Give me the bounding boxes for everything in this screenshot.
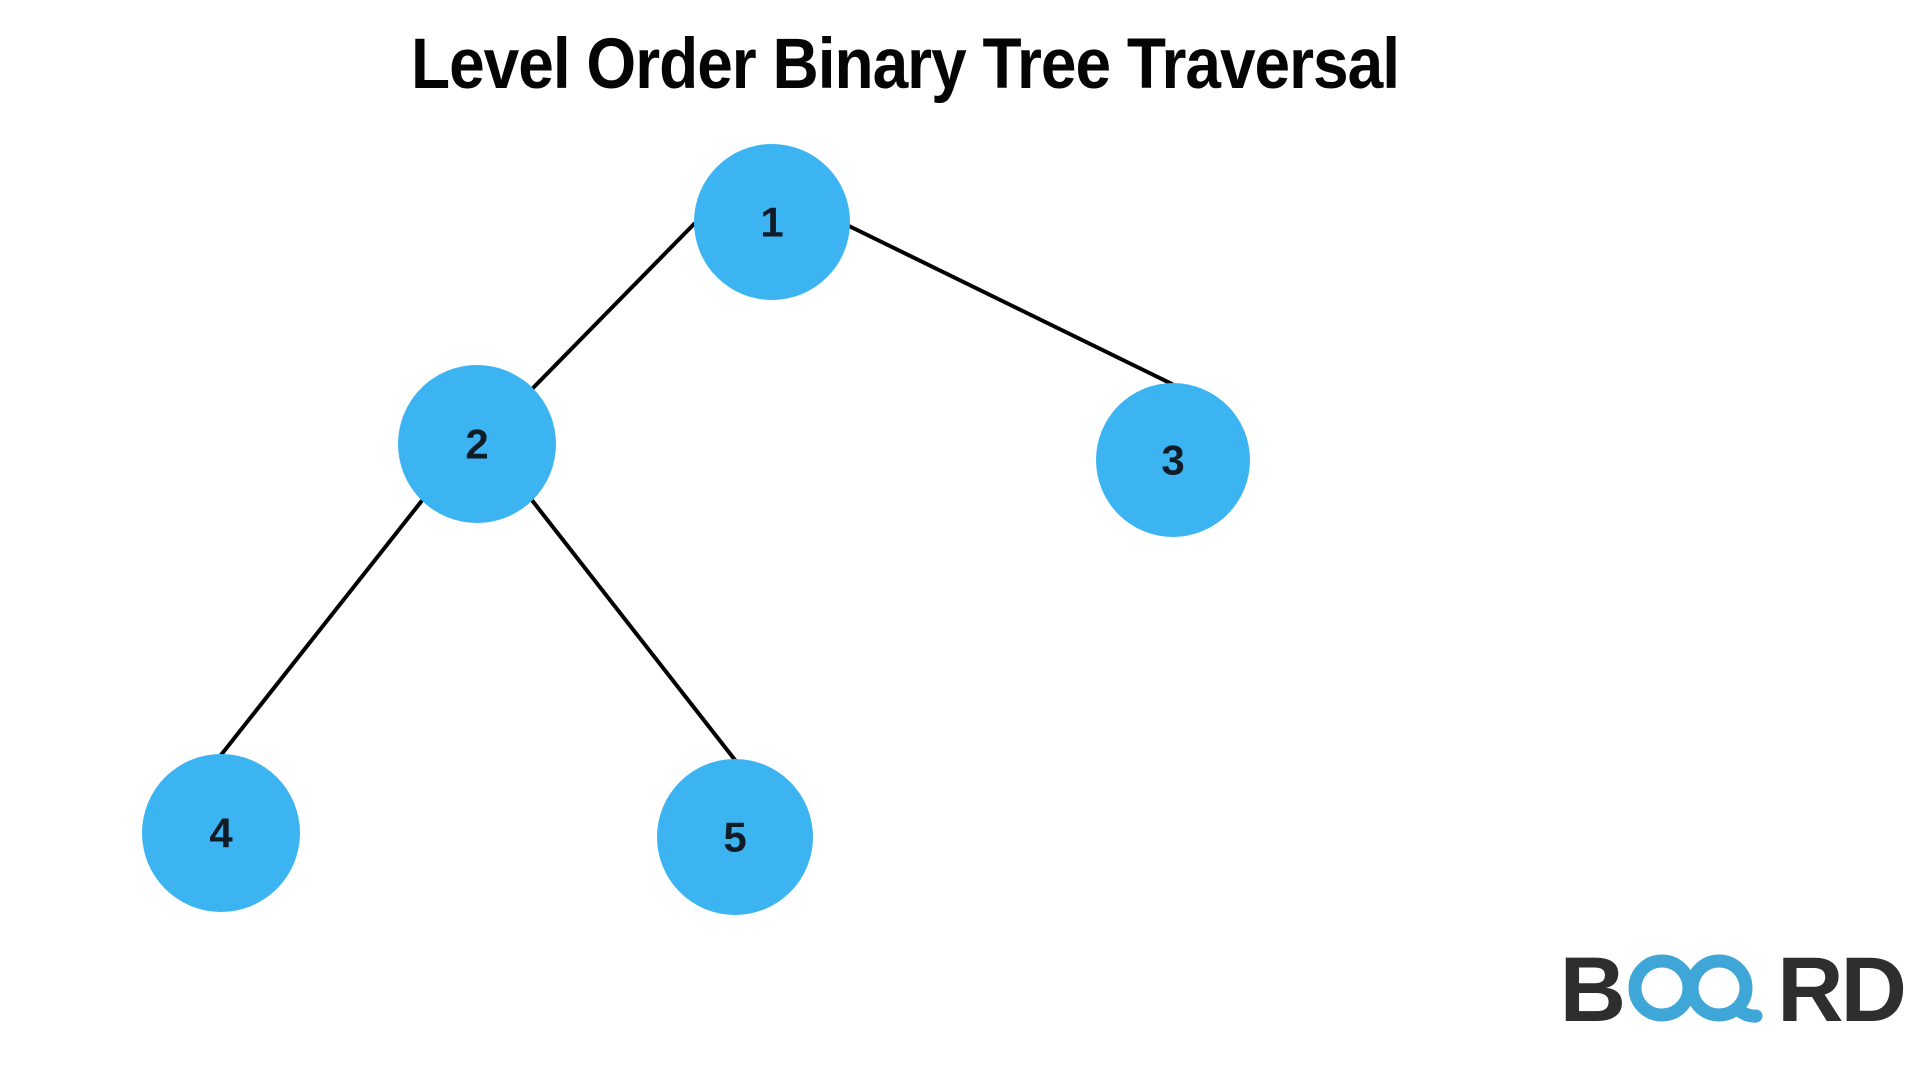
infinity-icon bbox=[1628, 954, 1763, 1023]
tree-node-label-4: 4 bbox=[209, 810, 233, 857]
board-logo-letter-b: B bbox=[1559, 939, 1626, 1041]
tree-edge-1-3 bbox=[847, 224, 1174, 386]
tree-node-4: 4 bbox=[142, 754, 300, 912]
tree-edge-1-2 bbox=[531, 222, 696, 390]
tree-node-circle-2 bbox=[398, 365, 556, 523]
board-logo-letters-rd: RD bbox=[1777, 939, 1907, 1041]
tree-node-circle-4 bbox=[142, 754, 300, 912]
tree-node-label-2: 2 bbox=[465, 421, 488, 468]
tree-node-2: 2 bbox=[398, 365, 556, 523]
tree-node-label-5: 5 bbox=[723, 814, 746, 861]
tree-node-3: 3 bbox=[1096, 383, 1250, 537]
tree-node-label-3: 3 bbox=[1161, 437, 1184, 484]
page-title: Level Order Binary Tree Traversal bbox=[410, 23, 1400, 104]
tree-node-circle-1 bbox=[694, 144, 850, 300]
tree-node-label-1: 1 bbox=[760, 199, 783, 246]
tree-node-1: 1 bbox=[694, 144, 850, 300]
tree-edge-2-4 bbox=[219, 496, 426, 757]
tree-edge-2-5 bbox=[529, 497, 737, 762]
tree-node-circle-5 bbox=[657, 759, 813, 915]
tree-node-5: 5 bbox=[657, 759, 813, 915]
tree-node-circle-3 bbox=[1096, 383, 1250, 537]
board-logo: B RD bbox=[1559, 939, 1907, 1041]
